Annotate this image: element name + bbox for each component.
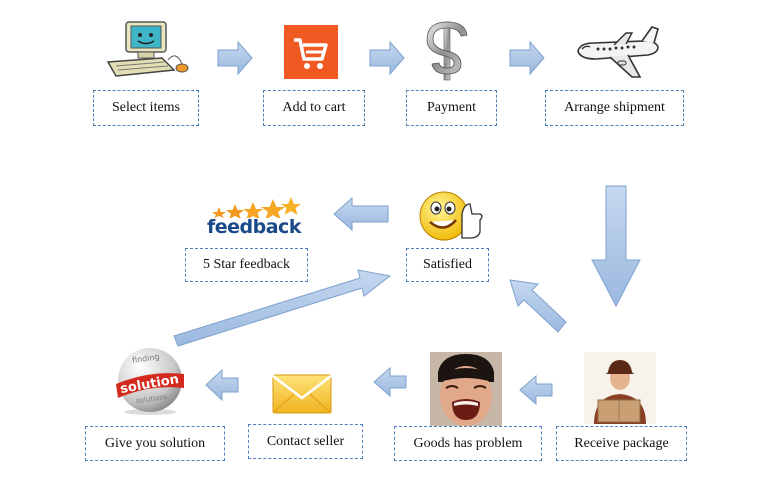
five-star-feedback-label: 5 Star feedback [185,248,308,282]
feedback-stars-logo: feedback [205,196,301,240]
solution-ball-icon: finding solution solutions [114,344,186,416]
arrow-contact-to-solution [205,368,239,402]
solution-sphere [116,348,184,415]
arrow-cart-to-payment [369,40,405,76]
arrange-shipment-label: Arrange shipment [545,90,684,126]
contact-seller-label: Contact seller [248,424,363,459]
shopping-cart-icon [284,25,338,79]
arrow-shipment-to-receive [591,185,641,308]
arrow-solution-to-satisfied [173,269,392,347]
goods-has-problem-label: Goods has problem [394,426,542,461]
payment-label: Payment [406,90,497,126]
select-items-label: Select items [93,90,199,126]
airplane-icon [577,26,659,78]
satisfied-label: Satisfied [406,248,489,282]
smiley-thumbs-up-icon [419,191,483,241]
receive-package-label: Receive package [556,426,687,461]
arrow-payment-to-shipment [509,40,545,76]
arrow-select-to-cart [217,40,253,76]
arrow-receive-to-problem [519,374,553,406]
star-rating-icon [212,197,301,218]
arrow-receive-to-satisfied [509,279,567,333]
envelope-icon [272,374,332,414]
crying-face-icon [430,352,502,428]
arrow-satisfied-to-feedback [333,196,389,232]
add-to-cart-label: Add to cart [263,90,365,126]
computer-icon [106,21,189,77]
give-you-solution-label: Give you solution [85,426,225,461]
dollar-sign-icon [426,21,468,81]
delivery-man-icon [584,352,656,424]
arrow-problem-to-contact [373,366,407,398]
feedback-wordmark: feedback [207,216,301,238]
